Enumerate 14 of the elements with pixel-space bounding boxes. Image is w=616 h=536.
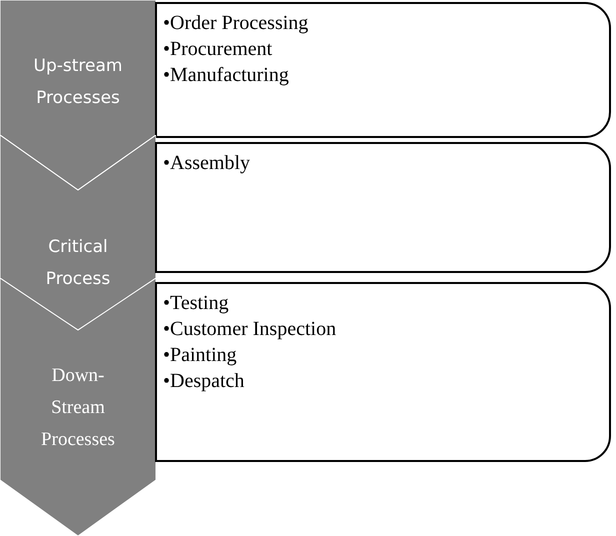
bullet-item: •Manufacturing — [163, 63, 290, 88]
bullet-item: •Testing — [163, 291, 230, 316]
bullet-item: •Order Processing — [163, 11, 310, 36]
list-panel — [155, 142, 611, 273]
bullet-item: •Procurement — [163, 37, 274, 62]
stage-label: Critical Process — [44, 236, 112, 291]
bullet-item: •Assembly — [163, 151, 252, 176]
list-panel — [155, 2, 611, 138]
bullet-item: •Painting — [163, 343, 238, 368]
list-panel — [155, 282, 611, 462]
bullet-item: •Customer Inspection — [163, 317, 338, 342]
stage-label: Down-Stream Processes — [40, 364, 116, 452]
bullet-item: •Despatch — [163, 369, 246, 394]
stage-label: Up-stream Processes — [32, 55, 124, 110]
